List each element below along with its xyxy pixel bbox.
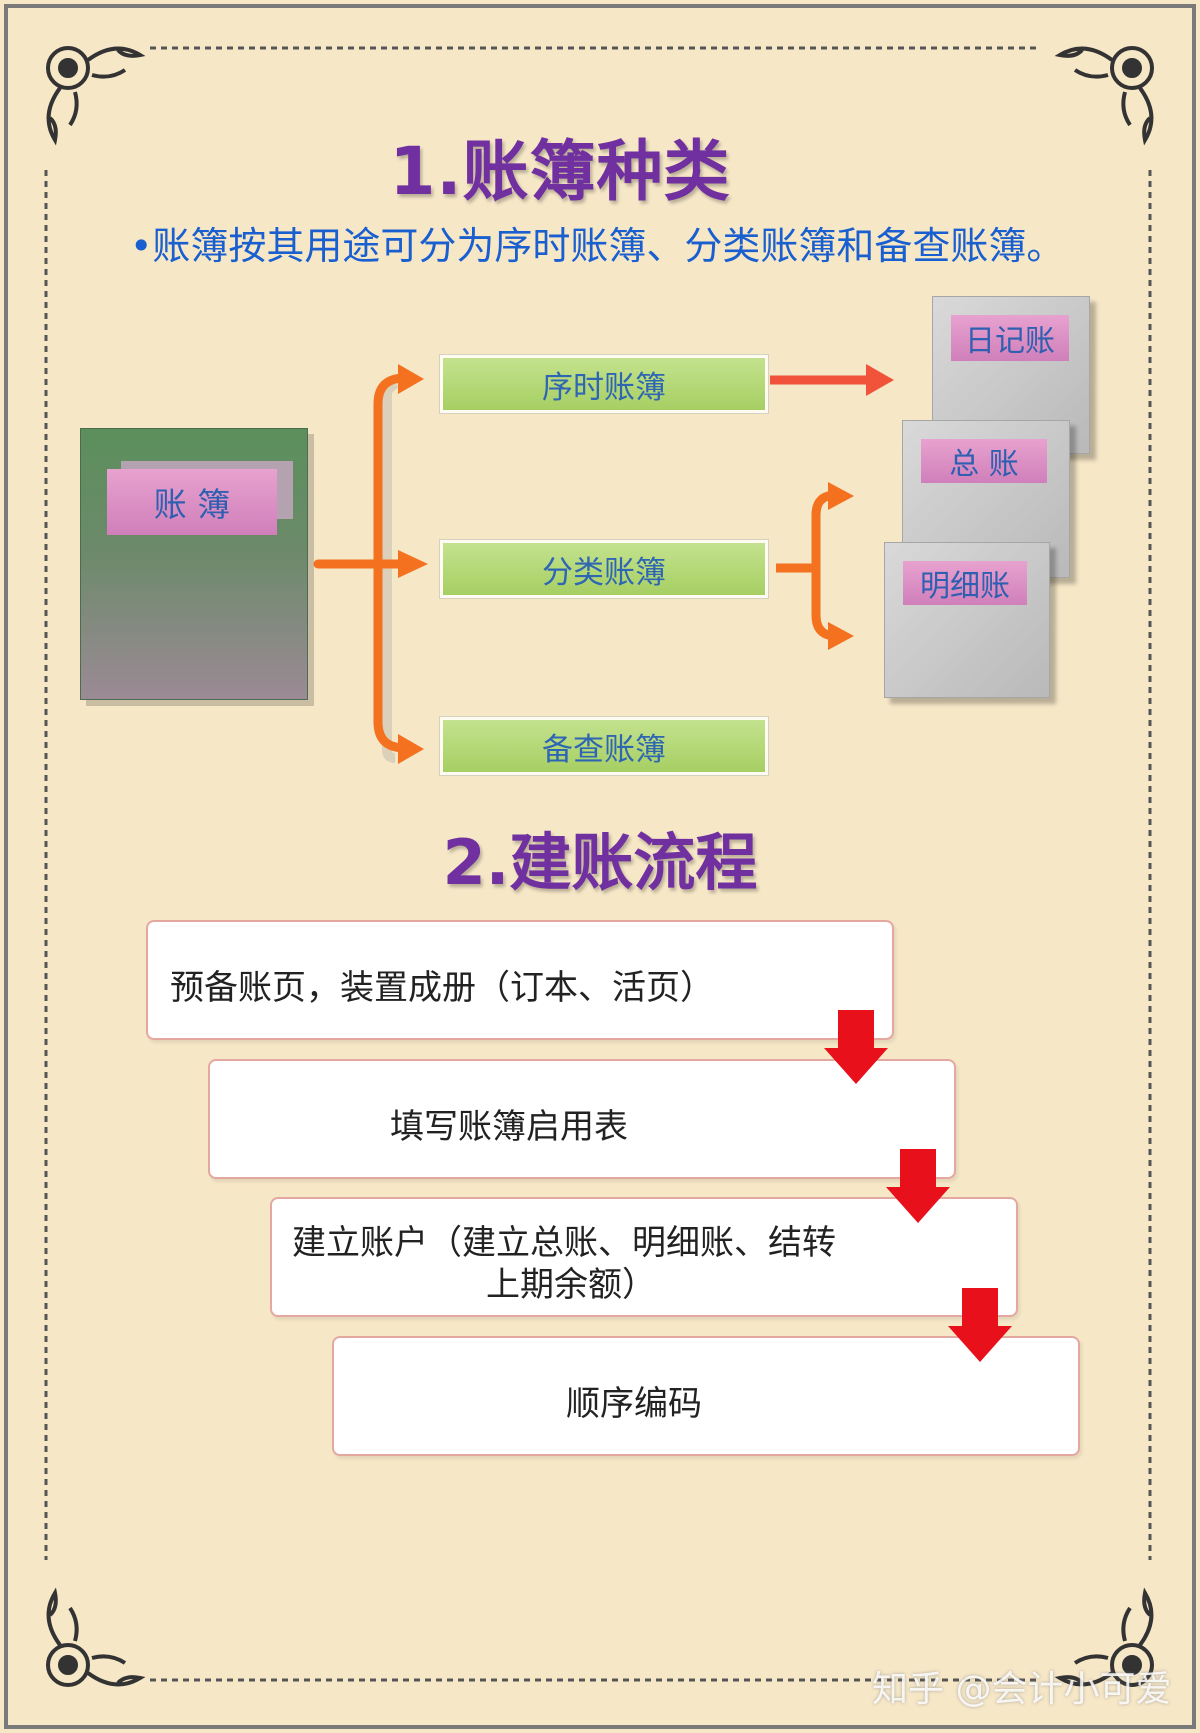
arrow-down-icon [824, 1010, 888, 1084]
sheet-label: 明细账 [903, 561, 1027, 605]
arrow-right-icon [398, 734, 424, 764]
process-step-2: 填写账簿启用表 [208, 1059, 956, 1179]
corner-ornament-icon [46, 46, 146, 146]
sheet-label: 日记账 [951, 315, 1069, 361]
arrow-right-icon [866, 364, 894, 396]
sheet-label: 总 账 [921, 439, 1047, 483]
step-text-line2: 上期余额） [486, 1265, 656, 1305]
ledger-label: 账 簿 [107, 469, 277, 535]
ledger-book: 账 簿 [80, 428, 308, 700]
process-step-3: 建立账户（建立总账、明细账、结转 上期余额） [270, 1197, 1018, 1317]
process-step-1: 预备账页，装置成册（订本、活页） [146, 920, 894, 1040]
corner-ornament-icon [1054, 1587, 1154, 1687]
step-text: 建立账户（建立总账、明细账、结转 [292, 1223, 836, 1263]
arrow-right-icon [828, 622, 854, 650]
branch-classified: 分类账簿 [440, 540, 768, 598]
process-step-4: 顺序编码 [332, 1336, 1080, 1456]
arrow-right-icon [398, 550, 428, 578]
section-title-ledger-types: 1.账簿种类 [389, 133, 731, 210]
sheet-subsidiary-ledger: 明细账 [884, 542, 1050, 698]
arrow-right-icon [828, 482, 854, 510]
branch-chronological: 序时账簿 [440, 355, 768, 413]
arrow-right-icon [398, 364, 424, 394]
corner-ornament-icon [46, 1587, 146, 1687]
watermark: 知乎 @会计小可爱 [872, 1669, 1172, 1710]
step-text: 顺序编码 [566, 1384, 702, 1424]
arrow-down-icon [886, 1149, 950, 1223]
step-text: 填写账簿启用表 [390, 1107, 628, 1147]
step-text: 预备账页，装置成册（订本、活页） [170, 968, 714, 1008]
corner-ornament-icon [1054, 46, 1154, 146]
branch-memorandum: 备查账簿 [440, 717, 768, 775]
arrow-down-icon [948, 1288, 1012, 1362]
section-subtitle: •账簿按其用途可分为序时账簿、分类账簿和备查账簿。 [130, 224, 1065, 268]
section-title-setup-process: 2.建账流程 [442, 826, 758, 899]
